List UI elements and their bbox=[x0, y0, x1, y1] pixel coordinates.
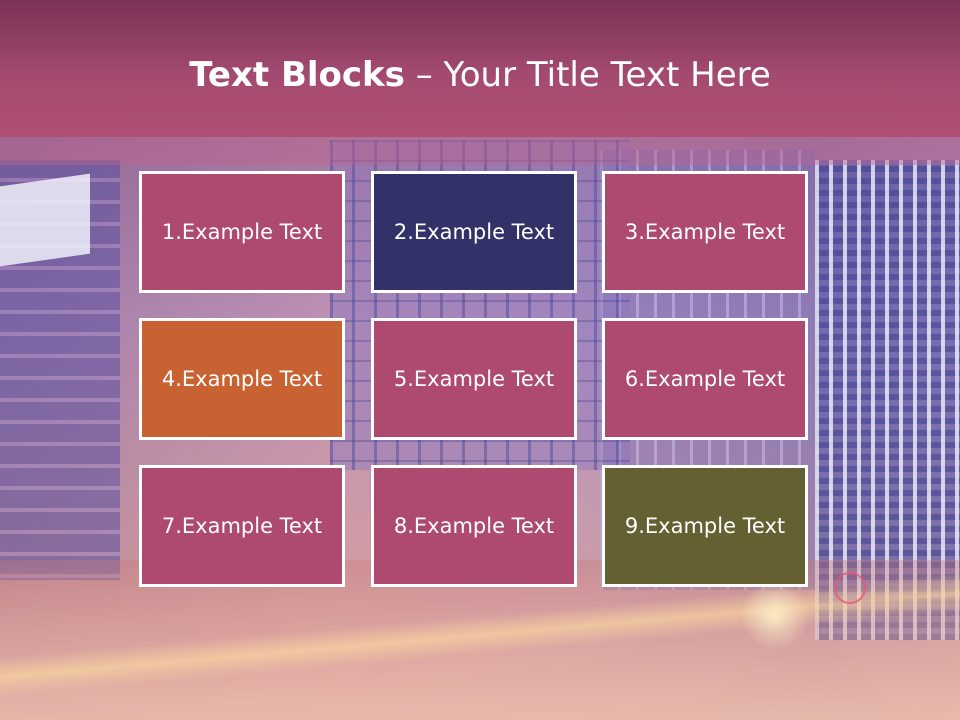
title-band bbox=[0, 0, 960, 137]
text-block-3[interactable]: 3.Example Text bbox=[602, 171, 808, 293]
text-block-label: 3.Example Text bbox=[624, 220, 786, 244]
text-block-label: 5.Example Text bbox=[393, 367, 555, 391]
neon-ring-sign bbox=[834, 572, 866, 604]
text-block-4[interactable]: 4.Example Text bbox=[139, 318, 345, 440]
text-block-label: 7.Example Text bbox=[161, 514, 323, 538]
text-block-label: 9.Example Text bbox=[624, 514, 786, 538]
slide-title: Text Blocks – Your Title Text Here bbox=[0, 53, 960, 97]
street-light-glow bbox=[740, 580, 810, 650]
text-block-2[interactable]: 2.Example Text bbox=[371, 171, 577, 293]
left-billboard bbox=[0, 173, 90, 267]
slide-title-rest: – Your Title Text Here bbox=[404, 55, 771, 95]
text-block-8[interactable]: 8.Example Text bbox=[371, 465, 577, 587]
text-block-label: 1.Example Text bbox=[161, 220, 323, 244]
text-block-5[interactable]: 5.Example Text bbox=[371, 318, 577, 440]
text-block-label: 8.Example Text bbox=[393, 514, 555, 538]
text-block-label: 2.Example Text bbox=[393, 220, 555, 244]
title-underlay-strip bbox=[0, 137, 960, 165]
text-block-6[interactable]: 6.Example Text bbox=[602, 318, 808, 440]
text-block-label: 4.Example Text bbox=[161, 367, 323, 391]
text-block-7[interactable]: 7.Example Text bbox=[139, 465, 345, 587]
slide-title-bold: Text Blocks bbox=[189, 55, 405, 95]
text-block-9[interactable]: 9.Example Text bbox=[602, 465, 808, 587]
text-block-label: 6.Example Text bbox=[624, 367, 786, 391]
text-block-1[interactable]: 1.Example Text bbox=[139, 171, 345, 293]
